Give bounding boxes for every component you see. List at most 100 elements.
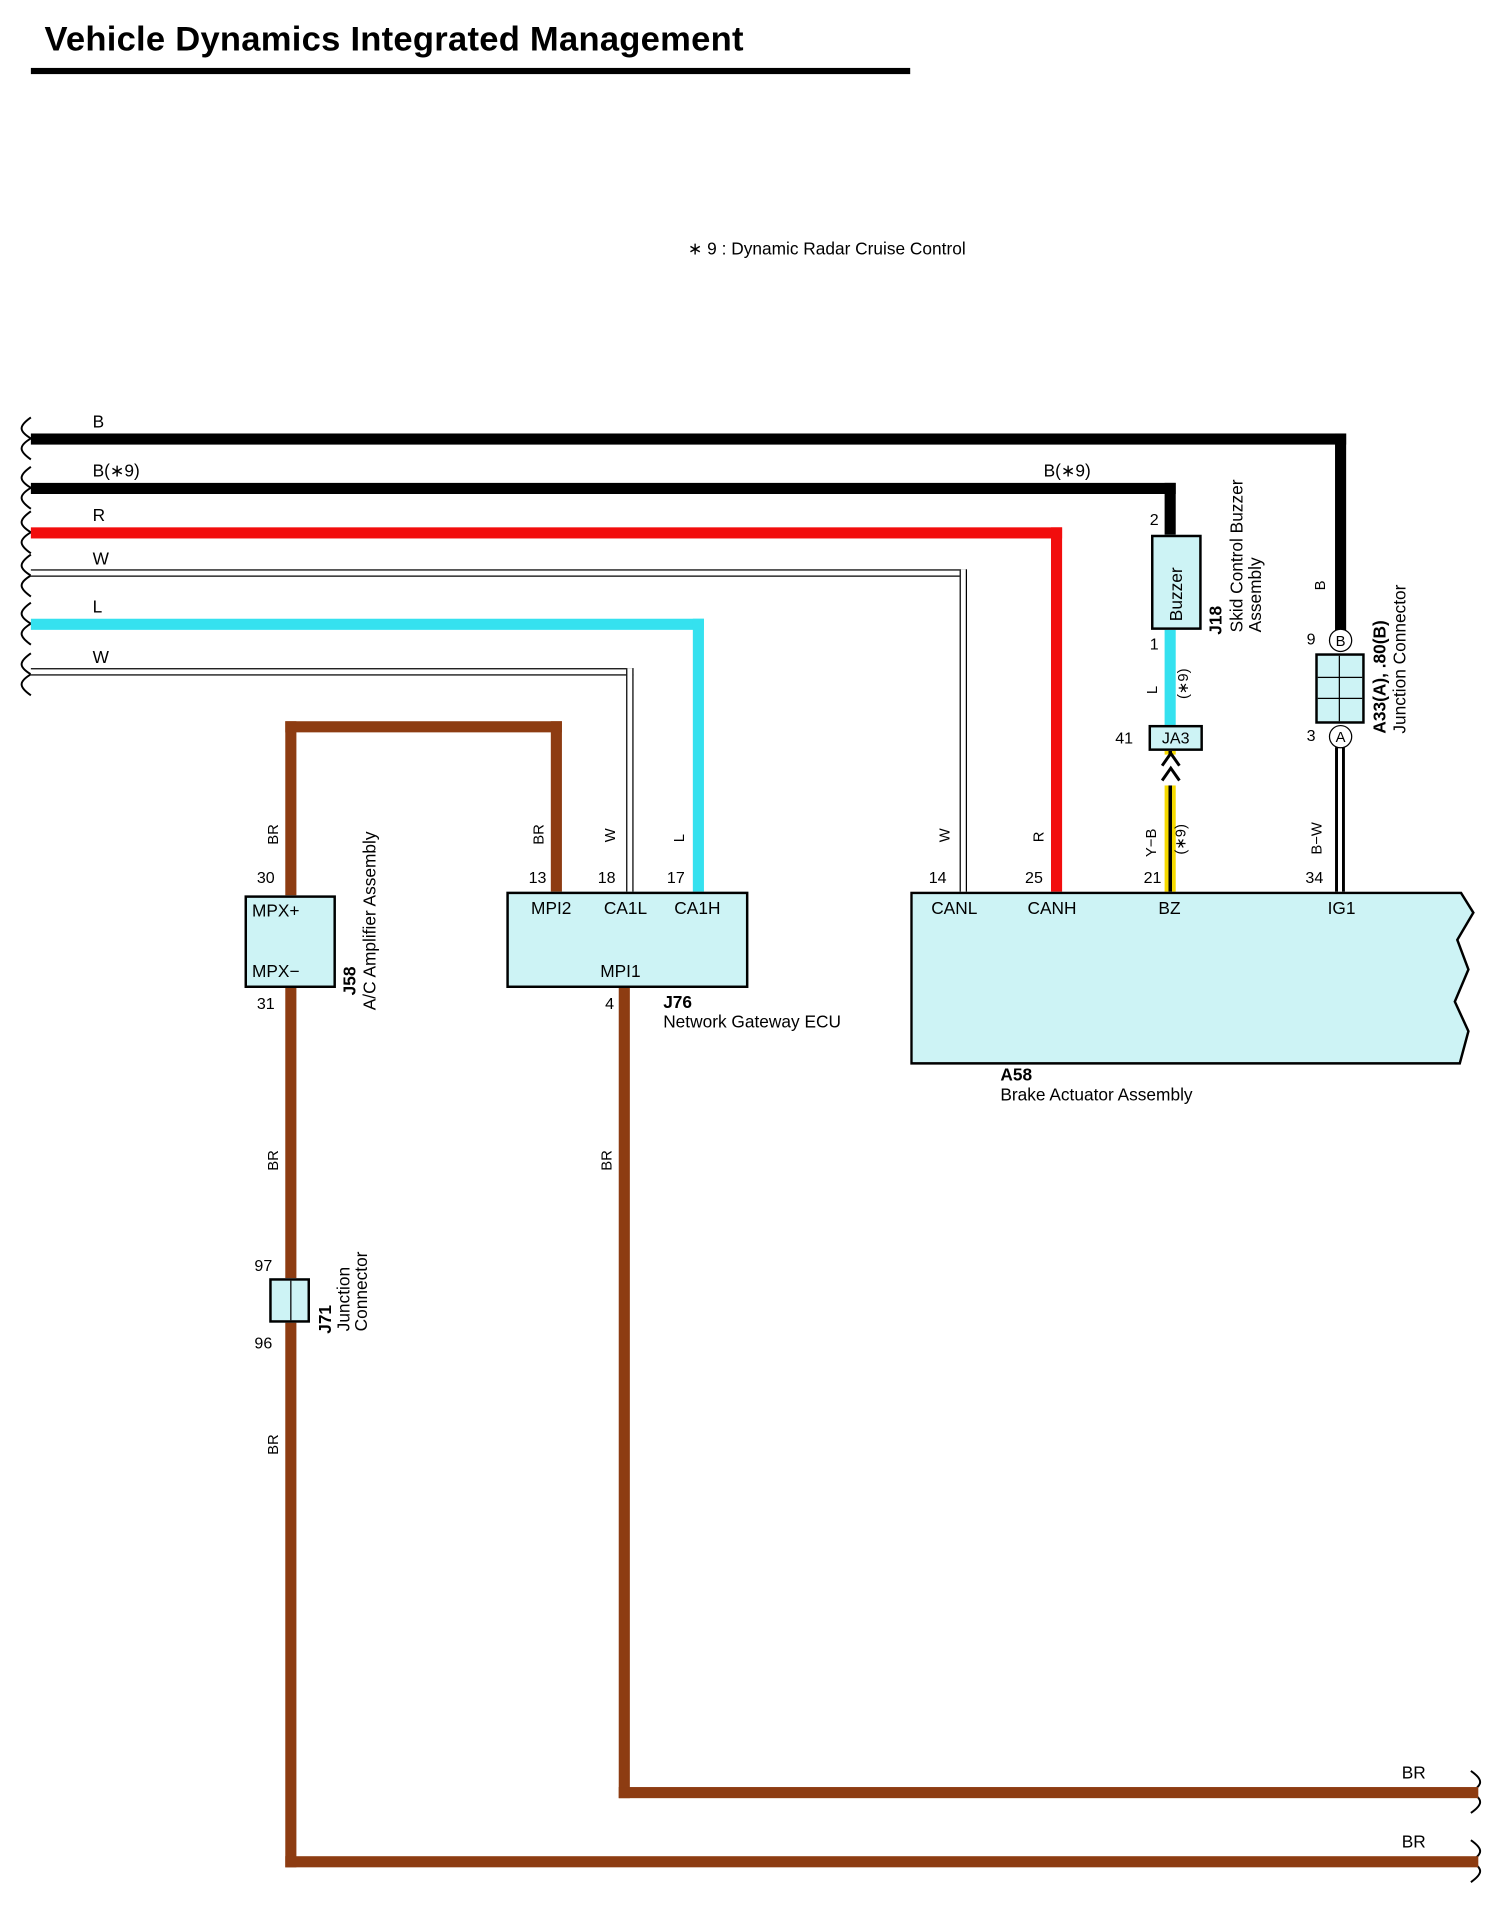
j71-id-label: J71 xyxy=(314,1304,335,1334)
j76-term-mpi1: MPI1 xyxy=(600,960,641,981)
wire-bw-vertical xyxy=(1335,747,1345,892)
j58-term-mpx-plus: MPX+ xyxy=(251,900,300,921)
wire-r-vertical xyxy=(1050,527,1063,892)
wire-label-br-ac: BR xyxy=(264,824,282,845)
a33-grid xyxy=(1315,653,1365,724)
wire-label-l-buzzer: L xyxy=(1143,685,1161,695)
a58-pin-21: 21 xyxy=(1143,868,1162,887)
j18-name-line1: Skid Control Buzzer xyxy=(1226,479,1247,633)
j18-pin-1: 1 xyxy=(1149,634,1159,654)
j76-box xyxy=(506,891,749,988)
wire-label-br-right-bottom: BR xyxy=(1401,1831,1426,1852)
a58-pin-34: 34 xyxy=(1305,868,1324,887)
j76-name-label: Network Gateway ECU xyxy=(663,1011,841,1032)
j76-pin-17: 17 xyxy=(666,868,685,887)
a58-pin-25: 25 xyxy=(1025,868,1043,887)
ja3-pin-41: 41 xyxy=(1115,728,1134,748)
j76-pin-4: 4 xyxy=(605,994,615,1013)
wire-br-mpi1-vertical xyxy=(618,988,630,1799)
j76-pin-13: 13 xyxy=(528,868,547,887)
wire-w-ca1l-vertical xyxy=(626,668,634,892)
wire-break-icon xyxy=(20,601,33,646)
j18-id-label: J18 xyxy=(1205,605,1226,635)
wire-br-bottom-horizontal xyxy=(285,1856,1479,1868)
a58-term-canl: CANL xyxy=(931,897,978,918)
wire-label-b9-left: B(∗9) xyxy=(92,460,140,481)
wire-label-w-ca1l: W xyxy=(601,828,619,843)
j58-name-label: A/C Amplifier Assembly xyxy=(359,831,380,1011)
ja3-box: JA3 xyxy=(1148,724,1203,751)
a58-id-label: A58 xyxy=(1000,1064,1033,1085)
wire-label-l-ca1h: L xyxy=(670,834,688,843)
title-underline xyxy=(30,67,911,75)
wire-l-buzzer-vertical xyxy=(1164,629,1176,727)
j58-box xyxy=(244,895,336,988)
wire-label-br-mpi2: BR xyxy=(529,824,548,845)
wire-label-yb-note: (∗9) xyxy=(1172,824,1190,855)
wire-br-mid-bottom-horizontal xyxy=(618,1787,1479,1799)
j18-pin-2: 2 xyxy=(1149,510,1159,529)
footnote-dynamic-radar: ∗ 9 : Dynamic Radar Cruise Control xyxy=(687,238,966,259)
j18-buzzer-label: Buzzer xyxy=(1165,567,1186,622)
j71-box xyxy=(269,1278,310,1323)
a58-term-canh: CANH xyxy=(1027,897,1077,918)
a33-cell xyxy=(1317,677,1340,700)
j76-term-ca1h: CA1H xyxy=(674,897,721,918)
wire-break-icon xyxy=(20,553,33,598)
wire-label-l-left: L xyxy=(92,596,103,617)
wire-w-canl-horizontal xyxy=(30,569,968,577)
a33-terminal-b: B xyxy=(1335,631,1346,649)
wire-br-mpx-lower-vertical xyxy=(285,988,297,1279)
j18-buzzer-box xyxy=(1151,534,1202,630)
a33-cell xyxy=(1339,656,1363,678)
wire-label-w2-left: W xyxy=(92,647,109,667)
a33-pin-9: 9 xyxy=(1306,629,1316,649)
wire-label-l-buzzer-note: (∗9) xyxy=(1174,668,1192,700)
a33-cell xyxy=(1340,699,1362,721)
shield-arrows-icon xyxy=(1160,750,1181,782)
wire-b-vertical xyxy=(1335,433,1347,632)
j71-pin-96: 96 xyxy=(254,1333,273,1353)
wire-label-yb: Y−B xyxy=(1142,828,1160,858)
wire-label-b-main: B xyxy=(1311,580,1329,591)
wire-label-br-mpi1-lower: BR xyxy=(597,1150,616,1171)
j71-divider xyxy=(289,1280,291,1321)
page-title: Vehicle Dynamics Integrated Management xyxy=(44,19,744,59)
wire-l-horizontal xyxy=(30,618,704,630)
wire-w-canl-vertical xyxy=(959,569,968,892)
j58-id-label: J58 xyxy=(339,966,360,996)
wire-break-icon xyxy=(20,466,33,510)
j58-pin-31: 31 xyxy=(256,994,275,1013)
j71-pin-97: 97 xyxy=(254,1255,273,1275)
a58-name-label: Brake Actuator Assembly xyxy=(1000,1084,1193,1105)
wire-br-mpi2-vertical xyxy=(550,721,562,892)
wire-label-w-canl: W xyxy=(936,828,954,843)
wire-b-horizontal xyxy=(30,433,1347,445)
wire-yb-vertical xyxy=(1164,750,1176,892)
a58-term-ig1: IG1 xyxy=(1327,897,1356,918)
wire-label-br-j71-lower: BR xyxy=(264,1434,282,1455)
wire-break-icon xyxy=(20,652,33,697)
wire-label-b-left: B xyxy=(92,411,105,432)
a58-term-bz: BZ xyxy=(1158,897,1181,918)
j18-name-line2: Assembly xyxy=(1244,557,1265,633)
wire-break-icon xyxy=(20,416,33,461)
wire-br-j71-lower-vertical xyxy=(285,1321,297,1868)
a33-terminal-a-circle: A xyxy=(1328,724,1353,749)
j76-id-label: J76 xyxy=(663,991,693,1012)
j71-name-line2: Connector xyxy=(350,1251,371,1332)
wire-r-horizontal xyxy=(30,527,1063,539)
j76-term-ca1l: CA1L xyxy=(603,897,648,918)
wire-label-r-canh: R xyxy=(1029,831,1048,843)
a33-pin-3: 3 xyxy=(1306,726,1316,745)
ja3-label: JA3 xyxy=(1161,728,1190,748)
j76-pin-18: 18 xyxy=(597,868,616,887)
a33-terminal-a: A xyxy=(1335,728,1346,746)
wire-label-br-right-top: BR xyxy=(1401,1762,1426,1783)
wire-w-ca1l-horizontal xyxy=(30,668,634,676)
a33-cell xyxy=(1318,699,1340,722)
wire-l-vertical xyxy=(692,618,704,892)
wire-label-br-mpx-lower: BR xyxy=(264,1150,282,1171)
wire-b9-horizontal xyxy=(30,482,1176,494)
